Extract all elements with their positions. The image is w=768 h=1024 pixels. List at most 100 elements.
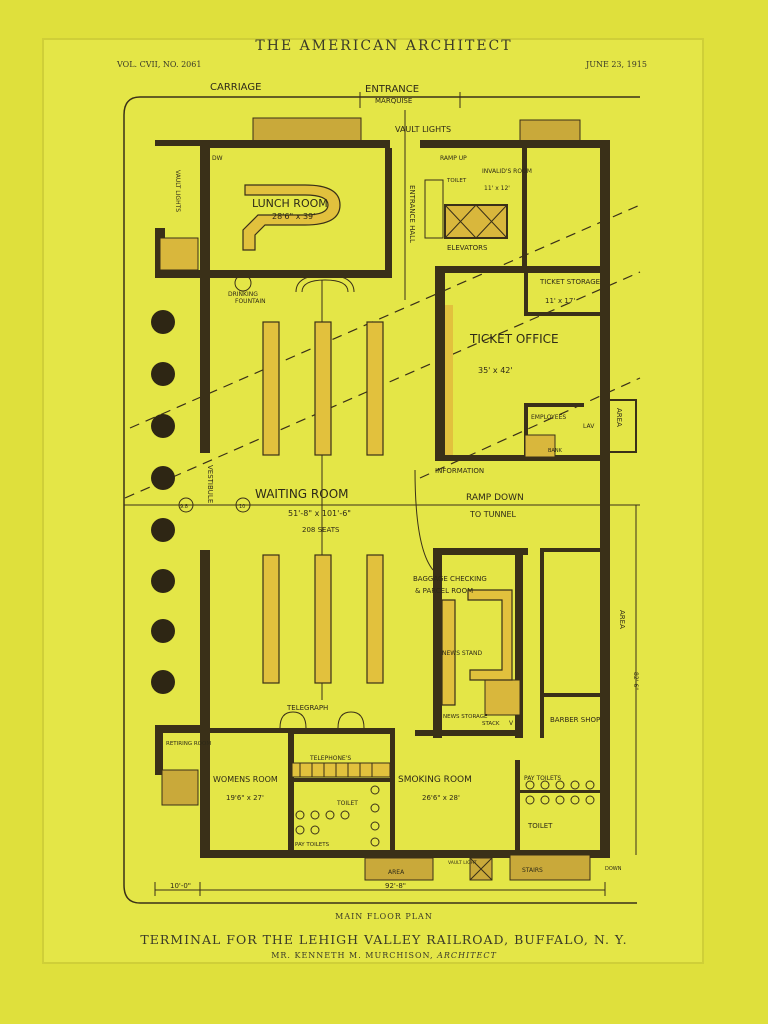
label-news-stand: NEWS STAND [442, 650, 483, 657]
label-elevators: ELEVATORS [447, 244, 488, 252]
toilet-icon [570, 780, 580, 790]
booth-dividers [299, 763, 373, 777]
label-pay-toilets-left: PAY TOILETS [295, 842, 330, 848]
label-entrance: ENTRANCE [365, 84, 419, 95]
column [151, 670, 175, 694]
label-telephones: TELEPHONE'S [309, 755, 351, 762]
label-vault-lights-side: VAULT LIGHTS [174, 170, 181, 212]
label-news-storage: NEWS STORAGE [443, 714, 488, 720]
area-well [607, 399, 637, 453]
label-pay-toilets-right: PAY TOILETS [524, 775, 561, 782]
label-fountain: FOUNTAIN [235, 298, 266, 305]
label-lunch-room: LUNCH ROOM [252, 197, 328, 210]
column-marker [235, 497, 251, 513]
label-waiting-dim: 51'-8" x 101'-6" [288, 509, 351, 518]
toilet-icon [295, 810, 305, 820]
parcel-counter [467, 589, 513, 681]
stair [424, 179, 444, 239]
architect-credit: MR. KENNETH M. MURCHISON, ARCHITECT [0, 951, 768, 960]
bench [262, 321, 280, 456]
elevator-cross-icon [444, 204, 508, 239]
label-waiting-seats: 208 SEATS [302, 526, 340, 534]
telegraph-niches [279, 711, 365, 729]
label-bank: BANK [548, 448, 563, 454]
column [151, 310, 175, 334]
architect-name: MR. KENNETH M. MURCHISON, [271, 951, 434, 960]
volume-number: VOL. CVII, NO. 2061 [117, 60, 202, 69]
column-marker [178, 497, 194, 513]
label-down: DOWN [605, 866, 622, 872]
plan-title: TERMINAL FOR THE LEHIGH VALLEY RAILROAD,… [140, 932, 628, 947]
label-retiring: RETIRING ROOM [166, 741, 211, 747]
journal-title: THE AMERICAN ARCHITECT [255, 38, 513, 54]
vault-lights-grate [252, 117, 362, 143]
toilet-icon [310, 825, 320, 835]
label-toilet-right: TOILET [527, 822, 553, 830]
label-carriage: CARRIAGE [210, 82, 261, 93]
toilet-icon [555, 795, 565, 805]
label-baggage: BAGGAGE CHECKING [413, 575, 487, 583]
stair [484, 679, 521, 716]
label-toilet-small: TOILET [446, 178, 467, 184]
plan-caption: MAIN FLOOR PLAN [335, 912, 433, 921]
dashed-line [129, 204, 641, 429]
label-vault-light-bottom: VAULT LIGHT [448, 860, 477, 866]
label-ticket-storage: TICKET STORAGE [539, 278, 600, 286]
label-ticket-storage-dim: 11' x 17' [545, 297, 575, 305]
label-area-right: AREA [618, 610, 626, 629]
label-ticket-office-dim: 35' x 42' [478, 366, 513, 375]
steps [295, 274, 355, 293]
label-information: INFORMATION [435, 467, 484, 475]
label-toilet-mid: TOILET [336, 800, 358, 807]
label-ramp-up: RAMP UP [440, 155, 467, 162]
toilet-fixtures [295, 780, 595, 847]
label-employees: EMPLOYEES [531, 414, 566, 421]
toilet-icon [540, 795, 550, 805]
elevator-shafts [444, 204, 508, 239]
label-vestibule: VESTIBULE [206, 465, 214, 503]
label-lunch-dim: 28'6" x 39' [272, 212, 315, 221]
dimension-line [154, 882, 606, 896]
area-grate [364, 857, 434, 881]
column [151, 362, 175, 386]
stair [161, 769, 199, 806]
toilet-icon [525, 795, 535, 805]
label-area-bottom: AREA [388, 869, 405, 876]
label-telegraph: TELEGRAPH [286, 704, 328, 712]
label-drinking: DRINKING [228, 291, 258, 298]
bench [366, 554, 384, 684]
label-lav: LAV [583, 423, 595, 430]
ticket-counter [445, 305, 453, 455]
label-parcel: & PARCEL ROOM [415, 587, 473, 595]
label-to-tunnel: TO TUNNEL [469, 510, 516, 519]
toilet-icon [340, 810, 350, 820]
column [151, 518, 175, 542]
columns [151, 310, 175, 694]
column [151, 619, 175, 643]
toilet-icon [310, 810, 320, 820]
label-stairs: STAIRS [522, 867, 543, 874]
toilet-icon [585, 795, 595, 805]
column [151, 466, 175, 490]
label-marquise: MARQUISE [375, 97, 412, 105]
label-barber: BARBER SHOP [550, 716, 600, 724]
label-ticket-office: TICKET OFFICE [469, 332, 559, 346]
stairs-grate [509, 854, 591, 881]
label-dw: DW [212, 155, 223, 162]
issue-date: JUNE 23, 1915 [586, 60, 647, 69]
bench [262, 554, 280, 684]
vault-lights-grate [519, 119, 581, 143]
label-smoking-dim: 26'6" x 28' [422, 794, 460, 802]
architect-role: ARCHITECT [437, 951, 497, 960]
label-invalids-dim: 11' x 12' [484, 185, 510, 192]
toilet-icon [570, 795, 580, 805]
bench [314, 321, 332, 456]
news-counter [441, 599, 456, 706]
toilet-icon [325, 810, 335, 820]
label-dim-left: 10'-0" [170, 882, 191, 890]
bench [366, 321, 384, 456]
toilet-icon [525, 780, 535, 790]
vault-light-cross-icon [469, 857, 493, 881]
page-mat [42, 38, 704, 964]
